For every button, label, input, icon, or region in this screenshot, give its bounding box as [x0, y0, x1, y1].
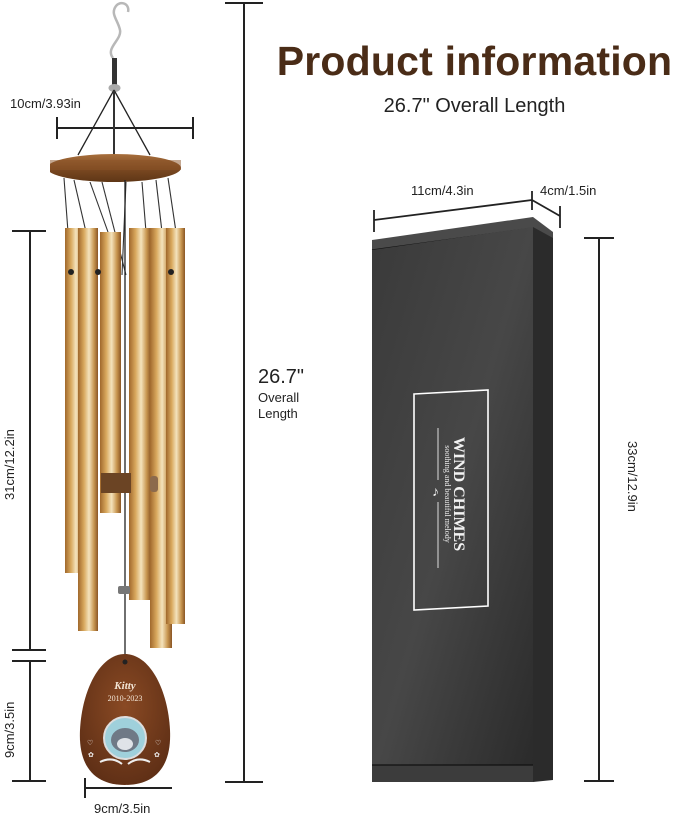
wings-icon	[99, 758, 151, 765]
plaque-years: 2010-2023	[107, 694, 143, 703]
plaque-width-cap-left	[84, 778, 86, 798]
box-width-label: 11cm/4.3in	[411, 183, 474, 198]
heart-icon: ♡	[87, 739, 93, 747]
overall-length-cap-top	[225, 2, 263, 4]
box-depth-label: 4cm/1.5in	[540, 183, 597, 198]
box-height-cap-bottom	[584, 780, 614, 782]
tube-length-line	[29, 231, 31, 651]
treble-clef-icon: ♪	[432, 483, 439, 499]
plaque-height-label: 9cm/3.5in	[2, 701, 17, 758]
plaque-width-line	[84, 787, 172, 789]
top-width-line	[56, 127, 194, 129]
tube-length-cap-bottom	[12, 649, 46, 651]
overall-length-text: Overall Length	[258, 390, 300, 421]
gift-box-illustration: ♪	[371, 217, 553, 782]
box-height-cap-top	[584, 237, 614, 239]
top-width-label: 10cm/3.93in	[10, 96, 81, 111]
box-height-label: 33cm/12.9in	[625, 441, 640, 512]
overall-length-line	[243, 3, 245, 782]
wind-chime-illustration: ✿ ✿ ♡ ♡	[50, 1, 185, 785]
plaque-width-label: 9cm/3.5in	[94, 801, 151, 816]
top-width-cap-left	[56, 117, 58, 139]
hook-icon	[109, 1, 130, 59]
box-top-dimension-lines	[373, 191, 561, 232]
tube-length-label: 31cm/12.2in	[2, 429, 17, 500]
plaque-height-cap-bottom	[12, 780, 46, 782]
box-tagline: soothing and beautiful melody	[443, 445, 452, 543]
heart-icon: ♡	[155, 739, 161, 747]
page-title: Product information	[276, 38, 673, 84]
top-width-cap-right	[192, 117, 194, 139]
paw-icon: ✿	[154, 752, 160, 759]
overall-length-value: 26.7"	[258, 366, 305, 388]
paw-icon: ✿	[88, 752, 94, 759]
plaque-name: Kitty	[114, 680, 136, 692]
tube-length-cap-top	[12, 230, 46, 232]
plaque-height-line	[29, 661, 31, 781]
overall-length-subtitle: 26.7" Overall Length	[383, 95, 566, 117]
overall-length-cap-bottom	[225, 781, 263, 783]
box-height-line	[598, 237, 600, 781]
